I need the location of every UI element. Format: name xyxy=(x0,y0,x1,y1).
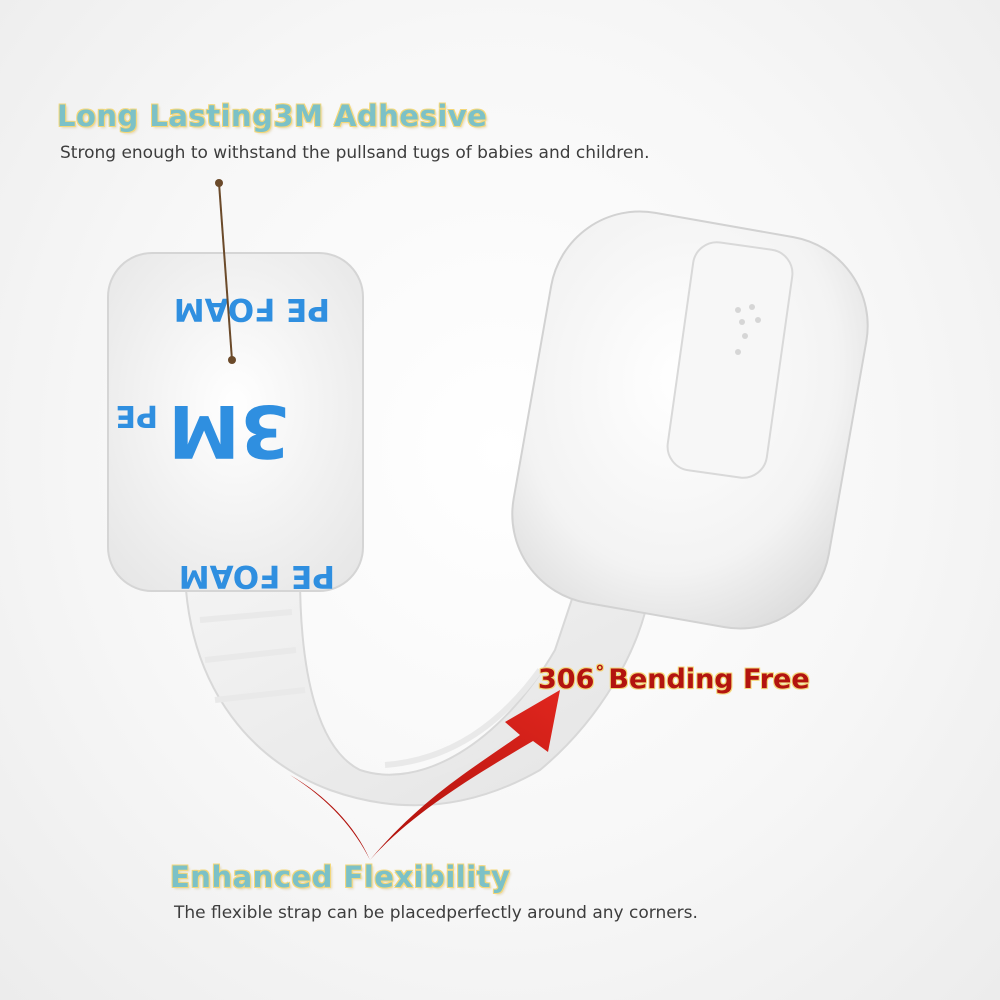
callout-dot-top xyxy=(215,179,223,187)
pad-material-text: PE FOAM xyxy=(179,558,335,594)
pad-material-short-text: PE xyxy=(116,398,158,433)
bending-label: 306°Bending Free xyxy=(538,662,810,695)
pad-brand-text: 3M xyxy=(168,389,290,473)
flexibility-description: The flexible strap can be placedperfectl… xyxy=(174,903,698,923)
bend-arrow-icon xyxy=(290,690,560,860)
bending-text: Bending Free xyxy=(608,664,810,695)
bending-value: 306 xyxy=(538,664,595,695)
pad-material-text-bottom: PE FOAM xyxy=(174,291,330,327)
adhesive-heading: Long Lasting3M Adhesive xyxy=(57,99,488,133)
lock-body xyxy=(511,210,869,630)
callout-dot-bottom xyxy=(228,356,236,364)
flexibility-heading: Enhanced Flexibility xyxy=(170,860,511,894)
strap xyxy=(184,558,652,807)
adhesive-pad: PE FOAM 3M PE FOAM PE xyxy=(107,252,364,594)
adhesive-description: Strong enough to withstand the pullsand … xyxy=(60,143,650,163)
degree-symbol: ° xyxy=(595,662,605,683)
callout-line xyxy=(218,182,233,361)
